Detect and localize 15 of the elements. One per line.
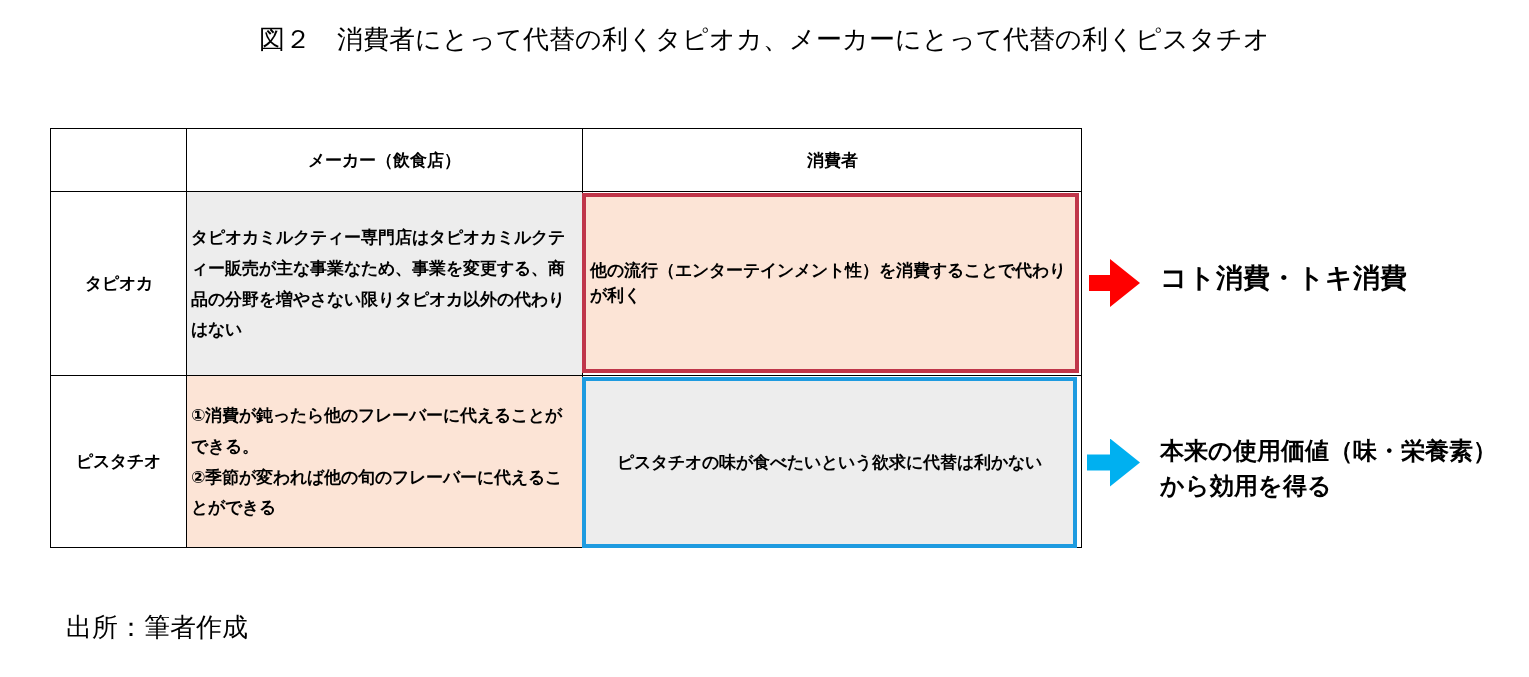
highlighted-cell: 他の流行（エンターテインメント性）を消費することで代わりが利く <box>582 193 1079 373</box>
block-arrow <box>1089 259 1140 307</box>
figure-title: 図２ 消費者にとって代替の利くタピオカ、メーカーにとって代替の利くピスタチオ <box>258 23 1271 56</box>
result-text: コト消費・トキ消費 <box>1160 250 1460 306</box>
block-arrow <box>1087 438 1140 487</box>
cell-text: ②季節が変われば他の旬のフレーバーに代えることができる <box>191 465 564 520</box>
source-caption: 出所：筆者作成 <box>66 611 248 644</box>
cell-text: ①消費が鈍ったら他のフレーバーに代えることができる。 <box>191 404 564 458</box>
column-header: メーカー（飲食店） <box>308 148 461 172</box>
cell-text: タピオカミルクティー専門店はタピオカミルクティー販売が主な事業なため、事業を変更する、商品の分野を増やさない限りタピオカ以外の代わりはない <box>191 226 566 342</box>
row-header: タピオカ <box>84 272 153 296</box>
result-text: 本来の使用価値（味・栄養素）から効用を得る <box>1160 428 1500 510</box>
column-header: 消費者 <box>806 148 858 172</box>
highlighted-cell: ピスタチオの味が食べたいという欲求に代替は利かない <box>582 377 1077 548</box>
row-header: ピスタチオ <box>76 450 161 474</box>
